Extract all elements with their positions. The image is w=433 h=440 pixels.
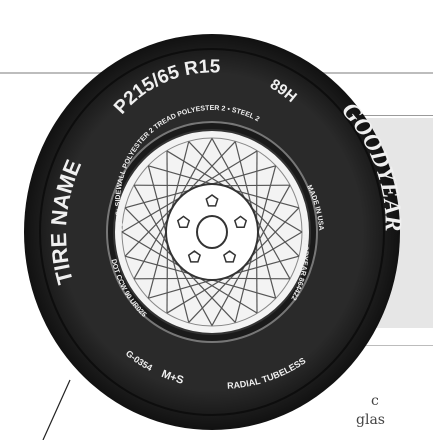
text-fragment-1: c [371,393,379,409]
text-fragment-2: glas [356,412,385,428]
center-cap [197,216,227,248]
pointer-line [43,380,70,440]
